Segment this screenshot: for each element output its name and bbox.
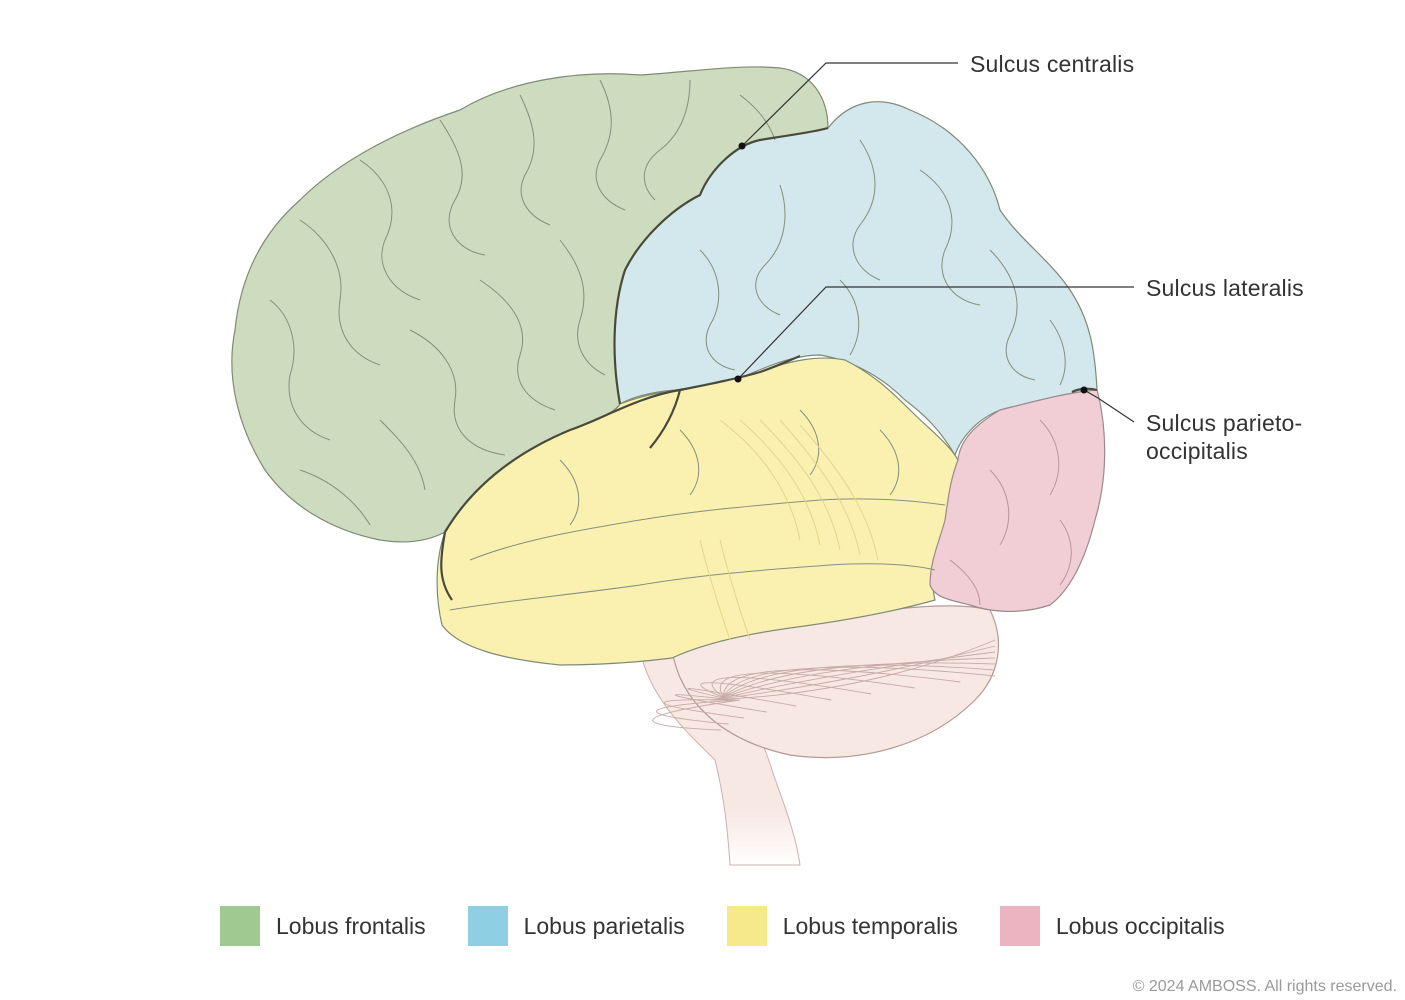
cerebellum-folium — [715, 657, 996, 701]
central-sulcus-line — [613, 126, 829, 405]
dot-central — [738, 142, 746, 150]
cerebellum-folium — [721, 666, 996, 701]
cerebellum-folium — [652, 699, 741, 731]
cerebellum-folium — [663, 699, 744, 719]
copyright-notice: © 2024 AMBOSS. All rights reserved. — [1132, 978, 1397, 995]
cerebellum-folium — [711, 677, 872, 701]
legend-swatch-temporalis — [726, 906, 767, 946]
label-po-line2: occipitalis — [1146, 438, 1248, 464]
legend-label-occipitalis: Lobus occipitalis — [1055, 913, 1225, 939]
cerebellum-folia — [652, 639, 996, 731]
cerebellum-folium — [700, 682, 832, 701]
legend-item-parietalis: Lobus parietalis — [467, 906, 727, 946]
leader-lateral — [737, 286, 1134, 380]
label-sulcus-parieto-occipitalis: Sulcus parieto- occipitalis — [1146, 409, 1302, 465]
label-sulcus-centralis: Sulcus centralis — [970, 51, 1135, 77]
legend-swatch-occipitalis — [999, 906, 1040, 946]
leader-parieto-occipital — [1083, 389, 1135, 423]
cerebellum-folium — [656, 699, 739, 725]
gyri-lines — [269, 79, 1072, 641]
legend-label-temporalis: Lobus temporalis — [782, 913, 958, 939]
label-po-line1: Sulcus parieto- — [1146, 410, 1303, 436]
dot-parieto-occipital — [1080, 386, 1088, 394]
leader-lines — [737, 62, 1135, 423]
label-sulcus-lateralis: Sulcus lateralis — [1146, 275, 1304, 301]
cerebellum-folium — [720, 672, 915, 701]
legend: Lobus frontalis Lobus parietalis Lobus t… — [220, 906, 1267, 946]
lateral-sulcus-line — [444, 354, 801, 533]
legend-label-parietalis: Lobus parietalis — [523, 913, 685, 939]
legend-swatch-frontalis — [220, 906, 260, 946]
cerebellum-folium — [711, 645, 996, 701]
cerebellum-folium — [713, 651, 996, 701]
legend-item-frontalis: Lobus frontalis — [220, 906, 468, 946]
legend-label-frontalis: Lobus frontalis — [276, 913, 426, 939]
dot-lateral — [734, 375, 742, 383]
legend-swatch-parietalis — [467, 906, 508, 946]
legend-item-temporalis: Lobus temporalis — [726, 906, 1000, 946]
cerebellum-folium — [717, 662, 996, 701]
legend-item-occipitalis: Lobus occipitalis — [999, 906, 1267, 946]
cerebellum-folium — [674, 694, 767, 713]
cerebellum-folium — [687, 688, 797, 707]
occipital-lobe — [929, 389, 1106, 612]
cerebellum-folium — [723, 669, 961, 701]
cerebellum-folium — [719, 664, 996, 701]
leader-central — [741, 62, 958, 147]
